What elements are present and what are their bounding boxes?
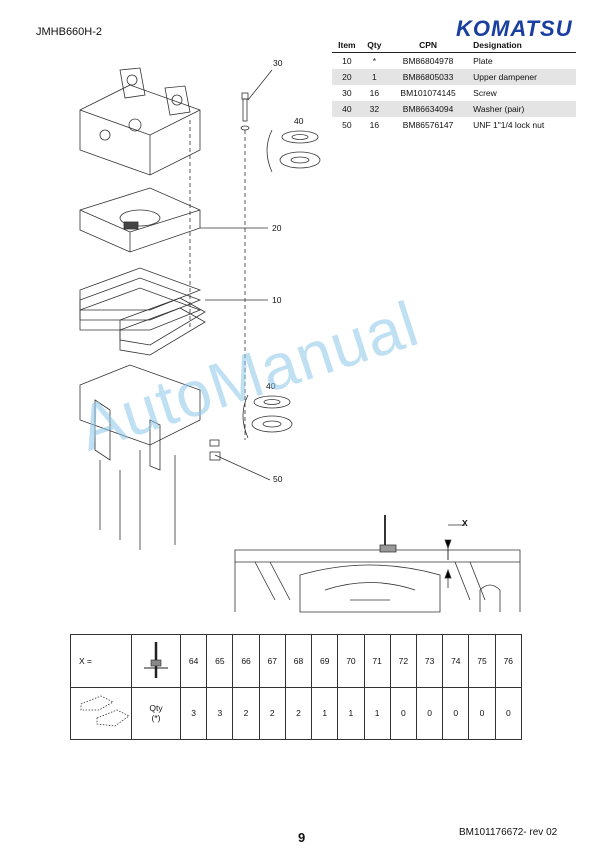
designation-cell: Washer (pair) — [469, 101, 576, 117]
callout-50: 50 — [273, 474, 283, 484]
parts-table-header: Item Qty CPN Designation — [332, 38, 576, 53]
x-value-cell: 74 — [442, 634, 470, 688]
qty-value-cell: 2 — [284, 686, 313, 740]
x-value-cell: 72 — [389, 634, 417, 688]
x-value-cell: 70 — [337, 634, 365, 688]
column-header: Designation — [469, 38, 576, 53]
table-row: 10 * BM86804978 Plate — [332, 53, 576, 70]
column-header: Qty — [361, 38, 387, 53]
designation-cell: Upper dampener — [469, 69, 576, 85]
washer-part-top — [266, 129, 321, 173]
top-bracket-part — [79, 67, 201, 176]
qty-value-cell: 3 — [206, 686, 234, 740]
qty-values-row: Qty (*) 3 3 2 2 2 1 1 1 0 0 0 0 0 — [70, 686, 523, 740]
callout-20: 20 — [272, 223, 282, 233]
qty-value-cell: 2 — [232, 686, 260, 740]
callout-30: 30 — [273, 58, 283, 68]
column-header: CPN — [386, 38, 470, 53]
qty-value-cell: 0 — [494, 686, 523, 740]
qty-value-cell: 0 — [468, 686, 496, 740]
washer-part-bottom — [209, 394, 293, 461]
qty-value-cell: 0 — [415, 686, 444, 740]
callout-x: X — [462, 518, 468, 528]
qty-cell: * — [372, 56, 377, 66]
shim-plate-icon — [70, 686, 132, 740]
cpn-cell: BM86634094 — [386, 101, 470, 117]
column-header: Item — [332, 38, 362, 53]
komatsu-logo: KOMATSU — [456, 16, 573, 41]
qty-cell: 16 — [369, 120, 380, 130]
document-reference: BM101176672- rev 02 — [459, 827, 558, 838]
qty-value-cell: 1 — [337, 686, 365, 740]
qty-note: (*) — [151, 713, 161, 724]
cross-section-detail — [234, 515, 521, 613]
x-value-cell: 73 — [415, 634, 444, 688]
table-row: 30 16 BM101074145 Screw — [332, 85, 576, 101]
item-cell: 40 — [332, 101, 362, 117]
table-row: 20 1 BM86805033 Upper dampener — [332, 69, 576, 85]
callout-10: 10 — [272, 295, 282, 305]
x-values-row: X = 64 65 66 67 68 69 70 71 72 73 74 75 … — [70, 634, 523, 688]
qty-cell: 32 — [361, 101, 387, 117]
cpn-cell: BM101074145 — [400, 88, 456, 98]
table-row: 50 16 BM86576147 UNF 1"1/4 lock nut — [332, 117, 576, 133]
x-value-cell: 69 — [311, 634, 339, 688]
lower-frame-part — [79, 364, 201, 550]
shim-plates-part — [79, 267, 206, 356]
item-cell: 20 — [332, 69, 362, 85]
qty-value-cell: 0 — [389, 686, 417, 740]
qty-cell: 16 — [369, 88, 380, 98]
upper-dampener-part — [79, 187, 201, 253]
qty-cell: 1 — [361, 69, 387, 85]
x-value-cell: 66 — [232, 634, 260, 688]
parts-table: Item Qty CPN Designation 10 * BM86804978… — [332, 38, 576, 133]
designation-cell: Screw — [473, 88, 497, 98]
cpn-cell: BM86805033 — [386, 69, 470, 85]
cpn-cell: BM86576147 — [402, 120, 454, 130]
screw-part — [240, 69, 273, 131]
x-value-cell: 65 — [206, 634, 234, 688]
x-value-cell: 68 — [284, 634, 313, 688]
designation-cell: Plate — [473, 56, 493, 66]
qty-value-cell: 1 — [311, 686, 339, 740]
item-cell: 30 — [342, 88, 352, 98]
x-value-cell: 76 — [494, 634, 523, 688]
shim-selection-table: X = 64 65 66 67 68 69 70 71 72 73 74 75 … — [70, 634, 523, 740]
page-number: 9 — [298, 830, 306, 845]
x-value-cell: 71 — [363, 634, 391, 688]
measuring-tool-icon — [131, 634, 181, 688]
item-cell: 10 — [342, 56, 352, 66]
qty-label-cell: Qty (*) — [131, 686, 181, 740]
x-value-cell: 64 — [179, 634, 208, 688]
item-cell: 50 — [342, 120, 352, 130]
qty-value-cell: 1 — [363, 686, 391, 740]
x-value-cell: 75 — [468, 634, 496, 688]
designation-cell: UNF 1"1/4 lock nut — [473, 120, 545, 130]
table-row: 40 32 BM86634094 Washer (pair) — [332, 101, 576, 117]
callout-40-bottom: 40 — [266, 381, 276, 391]
x-label: X = — [70, 634, 132, 688]
qty-value-cell: 0 — [442, 686, 470, 740]
cpn-cell: BM86804978 — [402, 56, 454, 66]
x-value-cell: 67 — [258, 634, 286, 688]
qty-value-cell: 2 — [258, 686, 286, 740]
qty-value-cell: 3 — [179, 686, 208, 740]
callout-40-top: 40 — [294, 116, 304, 126]
qty-label: Qty — [149, 703, 163, 714]
document-code: JMHB660H-2 — [36, 26, 103, 38]
